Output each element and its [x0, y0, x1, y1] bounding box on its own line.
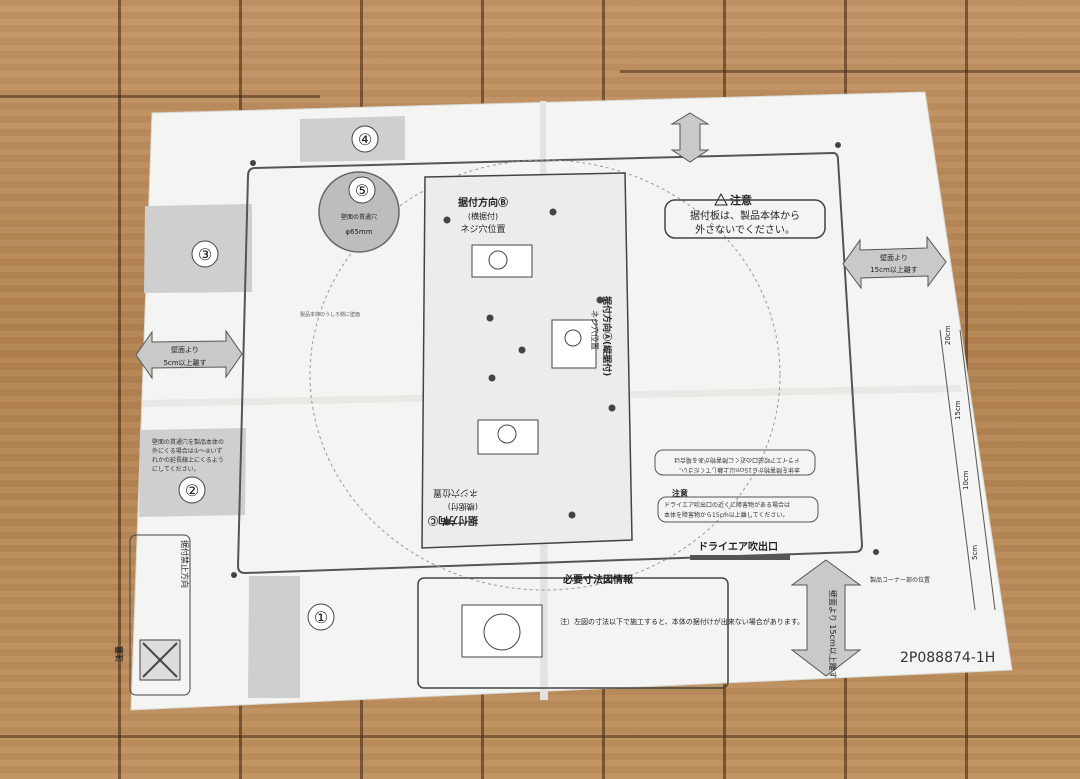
direction-a-label: 据付方向Ⓐ(縦据付) [601, 296, 613, 376]
corner-note: 製品コーナー部の位置 [870, 576, 930, 584]
direction-b-holes: ネジ穴位置 [460, 223, 505, 235]
unit-knob [564, 329, 582, 347]
caution-text-1: 据付板は、製品本体から [690, 209, 800, 222]
section-label-5: ⑤ [355, 181, 369, 200]
left-note-4: にしてください。 [152, 466, 200, 473]
dashed-circle [309, 159, 781, 591]
ruler-5cm: 5cm [971, 545, 979, 560]
direction-b-sub: (横据付) [468, 211, 498, 221]
ruler-20cm: 20cm [944, 325, 952, 345]
band-2 [139, 428, 246, 517]
warning-label: 注意 [114, 646, 124, 662]
arrow-15cm-bottom [790, 559, 862, 677]
direction-c-holes: ネジ穴位置 [433, 487, 478, 499]
section-1-marker [307, 603, 335, 631]
unit-diagram-top [471, 244, 533, 278]
dims-diagram [461, 604, 543, 658]
dryer-exit-label: ドライエア吹出口 [698, 540, 778, 553]
unit-knob [488, 250, 508, 270]
caution-small-text-2: 本体を障害物から15cm以上離してください。 [664, 511, 788, 519]
install-prohibit-label: 据付禁止方向 [180, 540, 190, 588]
hole-circle-5 [318, 171, 400, 253]
dryer-exit-bar [690, 555, 790, 560]
ruler-15cm: 15cm [954, 400, 962, 420]
ruler-10cm: 10cm [962, 470, 970, 490]
caution-box [664, 199, 826, 239]
floor-seam [0, 735, 1080, 738]
required-dims-box [417, 577, 729, 689]
section-label-1: ① [314, 608, 328, 627]
section-4-marker [351, 125, 379, 153]
hole-caption: 壁面の貫通穴 [341, 213, 377, 221]
arrow-top [670, 112, 710, 163]
wall-15cm-line2: 15cm以上離す [870, 265, 918, 274]
floor-seam [0, 95, 320, 98]
caution-box-upside [654, 449, 816, 476]
left-note-2: 外にくる場合は①～④いず [152, 447, 223, 455]
wall-5cm-line2: 5cm以上離す [163, 358, 206, 367]
top-left-note: 製品本体のうしろ側に壁面 [300, 311, 360, 318]
hole-diameter: φ65mm [345, 228, 372, 236]
required-dims-title: 必要寸法図情報 [562, 573, 634, 586]
caution-upside-text-2: 本体を障害物から15cm以上離してください。 [676, 466, 800, 474]
floor-seam [620, 70, 1080, 73]
direction-b-label: 据付方向Ⓑ [458, 196, 508, 209]
left-note-3: れかの延長線上にくるよう [152, 456, 224, 464]
prohibit-cross-icon [142, 642, 178, 678]
caution-upside-text-1: ドライエア吹出口の近くに障害物がある場合は [674, 456, 800, 464]
direction-c-sub: (横据付) [448, 502, 478, 512]
unit-knob [497, 424, 517, 444]
unit-diagram-bottom [477, 419, 539, 455]
section-label-2: ② [185, 481, 199, 500]
direction-c-label: 据付方向Ⓒ [428, 514, 478, 527]
dims-diagram-circle [483, 613, 521, 651]
install-warning-box [129, 534, 191, 696]
screw-holes [231, 142, 879, 578]
section-3-marker [191, 240, 219, 268]
wall-15cm-line1: 壁面より [880, 253, 908, 262]
caution-box-small [657, 496, 819, 523]
product-outline [236, 151, 864, 575]
wall-15cm-bottom: 壁面より 15cm以上離す [828, 590, 838, 679]
section-label-3: ③ [198, 245, 212, 264]
arrow-5cm [135, 329, 243, 380]
section-5-marker [348, 176, 376, 204]
caution-small-title: 注意 [672, 488, 688, 498]
ruler [939, 329, 996, 611]
direction-a-holes: ネジ穴位置 [590, 310, 600, 350]
required-dims-note: 注）左図の寸法以下で施工すると、本体の据付けが出来ない場合があります。 [560, 617, 804, 626]
caution-text-2: 外さないでください。 [695, 224, 795, 236]
section-2-marker [178, 476, 206, 504]
wall-5cm-line1: 壁面より [171, 345, 199, 354]
unit-diagram-right [551, 319, 597, 369]
arrow-15cm-right [842, 235, 947, 290]
document-number: 2P088874-1H [900, 650, 995, 666]
left-note-1: 壁面の貫通穴を製品本体の [152, 438, 224, 446]
band-1 [248, 576, 300, 698]
section-label-4: ④ [358, 130, 372, 149]
caution-small-text-1: ドライエア吹出口の近くに障害物がある場合は [664, 501, 790, 509]
